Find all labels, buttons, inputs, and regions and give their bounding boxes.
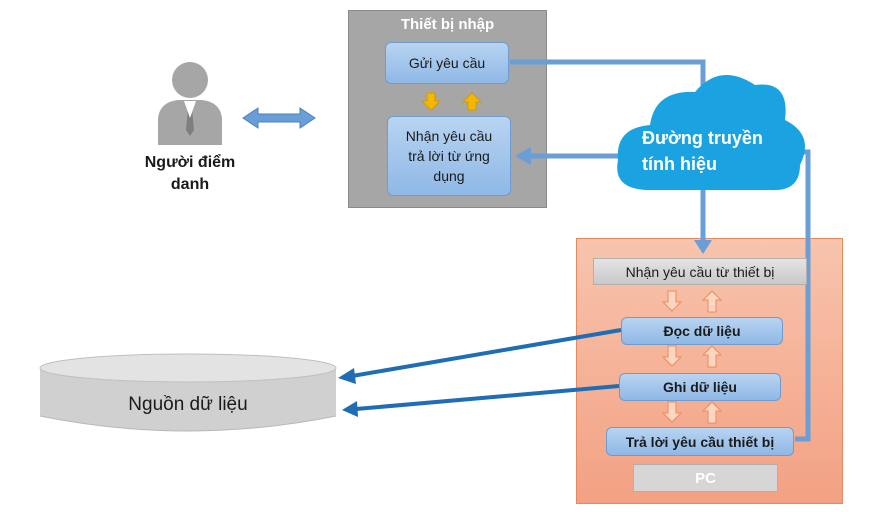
arrowhead-into-pc xyxy=(694,240,712,254)
receive-request-box: Nhận yêu cầu từ thiết bị xyxy=(593,258,807,285)
cloud-icon xyxy=(617,75,805,191)
arrowhead-into-device xyxy=(515,147,531,165)
write-data-box: Ghi dữ liệu xyxy=(619,373,781,401)
pc-inner-arrows xyxy=(661,290,723,424)
read-data-label: Đọc dữ liệu xyxy=(663,323,741,339)
datasource-label: Nguồn dữ liệu xyxy=(128,394,248,415)
person-icon xyxy=(158,62,222,145)
read-data-box: Đọc dữ liệu xyxy=(621,317,783,345)
signal-label: Đường truyền tính hiệu xyxy=(642,128,763,174)
person-device-double-arrow xyxy=(242,107,316,129)
pc-label: PC xyxy=(695,469,716,487)
device-inner-arrows xyxy=(420,92,483,111)
reply-request-label: Trả lời yêu cầu thiết bị xyxy=(625,433,775,450)
receive-reply-box: Nhận yêu cầu trả lời từ ứng dụng xyxy=(387,116,511,196)
write-data-label: Ghi dữ liệu xyxy=(663,379,737,395)
send-request-label: Gửi yêu cầu xyxy=(408,55,486,71)
pc-label-box: PC xyxy=(633,464,778,492)
data-arrows xyxy=(338,328,622,417)
receive-request-label: Nhận yêu cầu từ thiết bị xyxy=(625,263,775,280)
send-request-box: Gửi yêu cầu xyxy=(385,42,509,84)
input-device-title: Thiết bị nhập xyxy=(400,16,495,33)
receive-reply-label: Nhận yêu cầu trả lời từ ứng dụng xyxy=(405,128,493,184)
reply-request-box: Trả lời yêu cầu thiết bị xyxy=(606,427,794,456)
datasource-cylinder xyxy=(39,353,337,432)
person-label: Người điểm danh xyxy=(144,154,236,193)
